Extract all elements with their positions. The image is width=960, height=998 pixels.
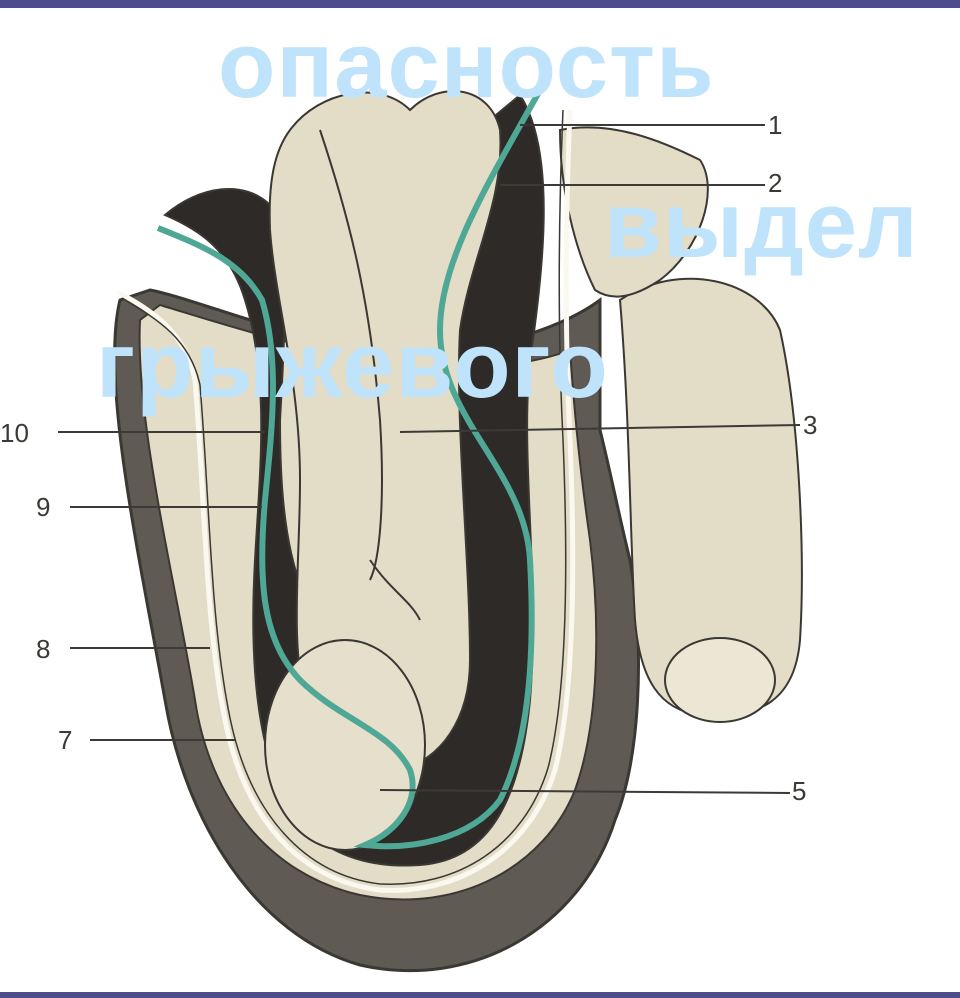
label-8: 8 bbox=[36, 636, 50, 662]
slide-bottom-bar bbox=[0, 992, 960, 998]
penis-glans bbox=[665, 638, 775, 722]
label-9: 9 bbox=[36, 494, 50, 520]
overlay-word-danger: опасность bbox=[218, 18, 715, 112]
overlay-word-extract: выдел bbox=[604, 178, 919, 272]
label-10: 10 bbox=[0, 420, 29, 446]
overlay-word-hernial: грыжевого bbox=[96, 318, 609, 412]
label-1: 1 bbox=[768, 112, 782, 138]
label-5: 5 bbox=[792, 778, 806, 804]
label-7: 7 bbox=[58, 727, 72, 753]
label-3: 3 bbox=[803, 412, 817, 438]
